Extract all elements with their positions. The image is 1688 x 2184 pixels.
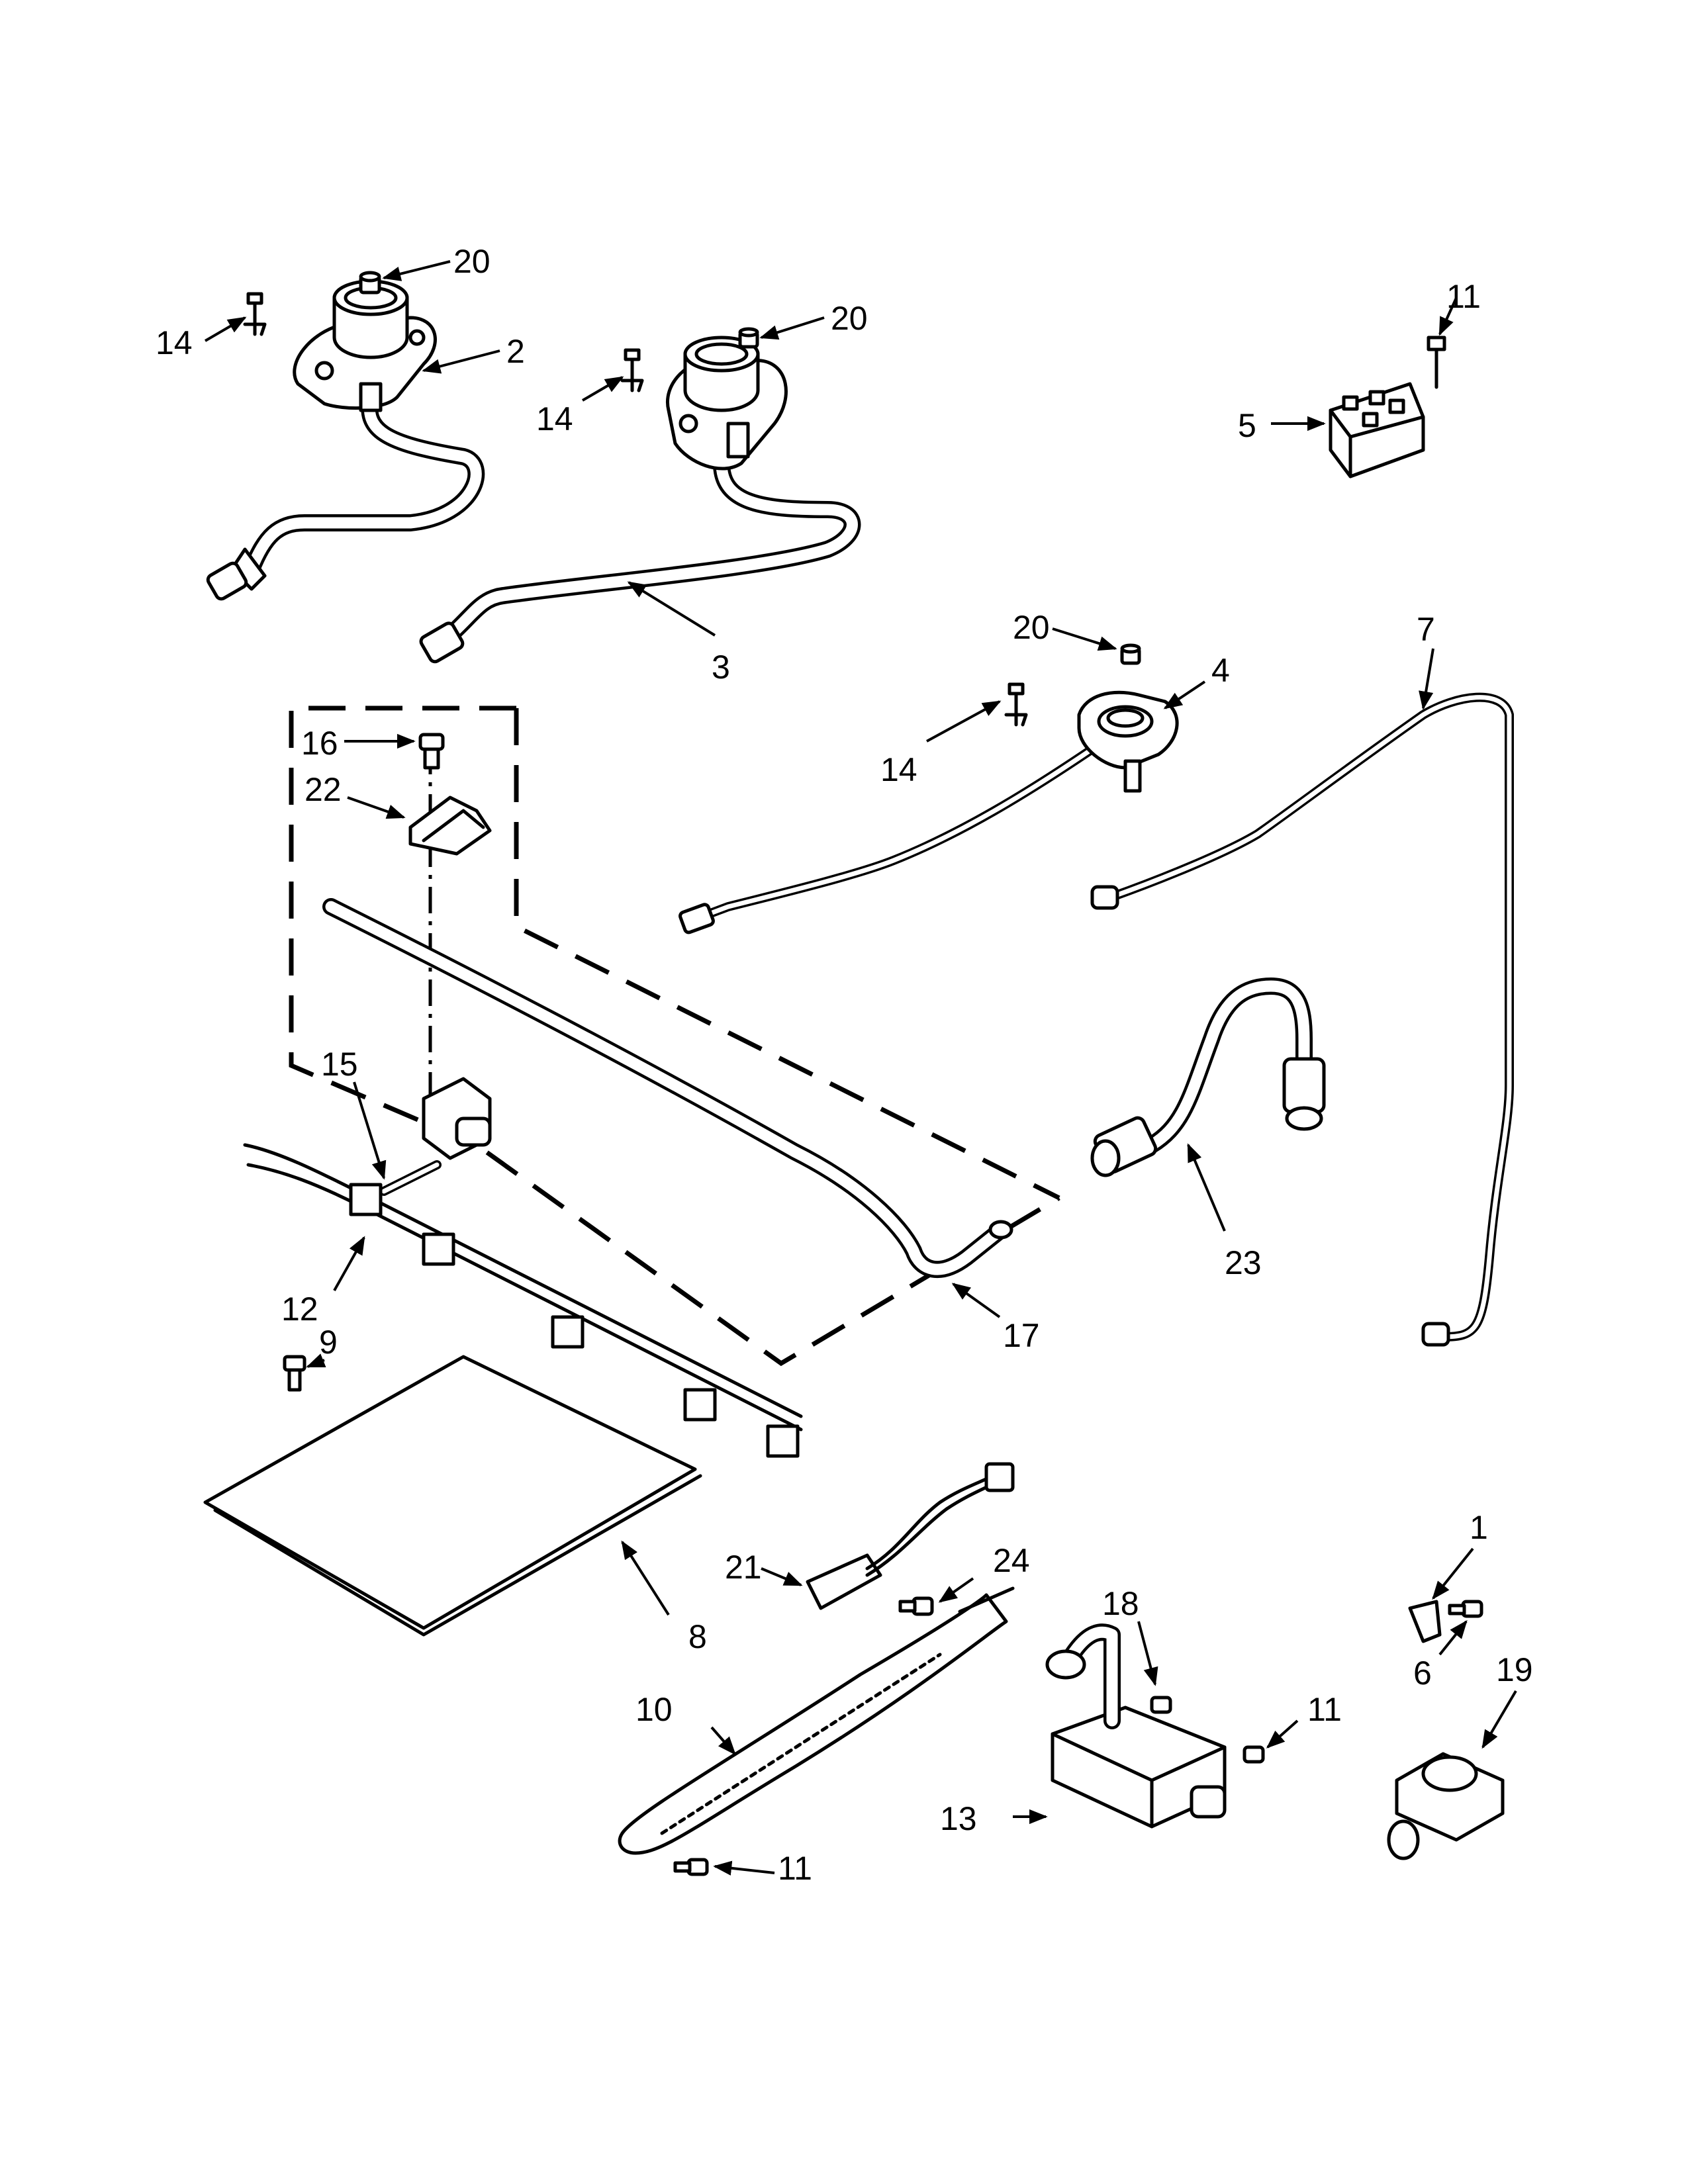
assembly-outline-17 xyxy=(289,705,1060,1367)
switch-block xyxy=(1329,336,1446,478)
callout-7: 7 xyxy=(1417,611,1435,648)
callout-5: 5 xyxy=(1238,407,1256,444)
flex-connector xyxy=(1090,978,1326,1177)
callout-2: 2 xyxy=(506,333,525,370)
callout-14-a: 14 xyxy=(156,324,193,361)
callout-14-c: 14 xyxy=(880,751,917,788)
cap-icon-c xyxy=(1120,643,1141,665)
callout-14-b: 14 xyxy=(536,400,573,437)
electrode-icon-a xyxy=(243,292,267,336)
callout-4: 4 xyxy=(1211,652,1230,689)
screw-icon-11-bottom xyxy=(673,1858,709,1876)
callout-19: 19 xyxy=(1496,1651,1533,1688)
callout-11-mid: 11 xyxy=(1307,1691,1342,1728)
leader-lines xyxy=(204,260,1517,1876)
callout-3: 3 xyxy=(712,649,730,686)
cap-icon-b xyxy=(738,327,759,349)
callout-6: 6 xyxy=(1413,1655,1432,1692)
callout-18: 18 xyxy=(1102,1585,1139,1622)
callout-16: 16 xyxy=(301,725,338,762)
callout-9: 9 xyxy=(319,1324,338,1361)
screw-icon-16 xyxy=(418,733,445,770)
tray-8 xyxy=(203,1355,702,1637)
spark-harness-12 xyxy=(243,1143,803,1458)
callout-15: 15 xyxy=(321,1046,358,1083)
screw-icon-18 xyxy=(1150,1696,1172,1714)
callout-12: 12 xyxy=(281,1291,318,1328)
callout-20-a: 20 xyxy=(453,243,491,280)
cap-icon-a xyxy=(359,271,381,295)
callout-labels: 1 2 3 4 5 6 7 8 9 10 11 11 11 12 13 14 1… xyxy=(156,243,1533,1887)
callout-8: 8 xyxy=(688,1618,707,1655)
burner-base-center xyxy=(419,336,861,664)
screw-icon-9 xyxy=(283,1355,306,1392)
electrode-icon-b xyxy=(620,348,644,392)
bake-burner-10 xyxy=(618,1586,1015,1855)
callout-1: 1 xyxy=(1470,1509,1488,1546)
valve-15 xyxy=(379,1077,492,1196)
screw-icon-11-mid xyxy=(1243,1745,1265,1764)
orifice-tube-17 xyxy=(322,898,1013,1278)
regulator-19 xyxy=(1387,1752,1505,1860)
burner-mount-13 xyxy=(1045,1623,1227,1829)
gas-line-long xyxy=(1090,692,1514,1347)
callout-10: 10 xyxy=(635,1691,673,1728)
callout-17: 17 xyxy=(1003,1317,1040,1354)
callout-20-b: 20 xyxy=(831,300,868,337)
screw-icon-24 xyxy=(898,1596,934,1616)
igniter-21 xyxy=(806,1462,1015,1610)
bracket-1 xyxy=(1408,1600,1442,1643)
burner-base-left xyxy=(206,279,485,601)
callout-23: 23 xyxy=(1225,1244,1262,1281)
screw-icon-6 xyxy=(1448,1600,1483,1618)
bracket-22 xyxy=(408,796,492,856)
callout-21: 21 xyxy=(725,1549,762,1586)
callout-24: 24 xyxy=(993,1542,1030,1579)
callout-13: 13 xyxy=(940,1800,977,1837)
burner-base-right xyxy=(679,690,1179,934)
callout-20-c: 20 xyxy=(1013,609,1050,646)
callout-11-bottom: 11 xyxy=(778,1850,812,1887)
callout-22: 22 xyxy=(305,771,342,808)
callout-11-top: 11 xyxy=(1446,278,1481,315)
electrode-icon-c xyxy=(1004,682,1028,727)
